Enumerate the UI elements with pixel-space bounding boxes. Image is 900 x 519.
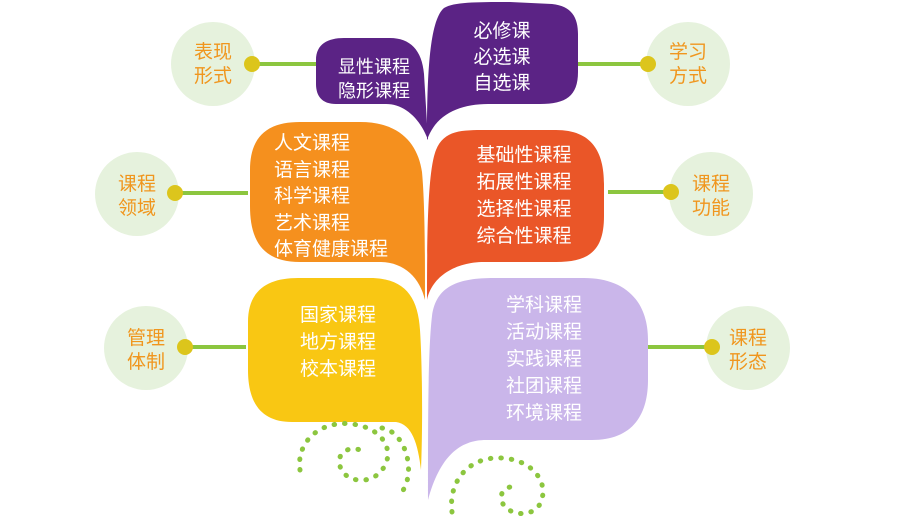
category-form-line1: 表现 — [193, 41, 232, 63]
category-learning-line2: 方式 — [668, 65, 707, 87]
leaf-function-text: 基础性课程 拓展性课程 选择性课程 综合性课程 — [462, 142, 586, 250]
domain-type-3: 科学课程 — [274, 185, 351, 207]
leaf-learning-text: 必修课 必选课 自选课 — [452, 18, 552, 96]
leaf-domain-types — [250, 122, 425, 300]
category-domain-line2: 领域 — [117, 197, 156, 219]
shape-type-1: 学科课程 — [505, 294, 582, 316]
form-type-1: 显性课程 — [338, 57, 410, 78]
category-shape-line2: 形态 — [728, 351, 767, 373]
leaf-form-types — [316, 38, 428, 140]
curl-left — [297, 421, 391, 483]
circle-function — [669, 152, 753, 236]
circle-form — [171, 22, 255, 106]
dot-domain — [167, 185, 183, 201]
function-type-1: 基础性课程 — [476, 144, 572, 166]
domain-type-5: 体育健康课程 — [274, 238, 389, 260]
leaf-learning-types — [427, 2, 578, 140]
form-type-2: 隐形课程 — [338, 81, 410, 102]
dot-management — [177, 339, 193, 355]
shape-type-4: 社团课程 — [505, 375, 582, 397]
circle-domain — [95, 152, 179, 236]
leaf-shape-types — [428, 278, 648, 500]
function-type-3: 选择性课程 — [476, 198, 572, 220]
dot-learning — [640, 56, 656, 72]
dot-shape — [704, 339, 720, 355]
function-type-2: 拓展性课程 — [476, 171, 572, 193]
category-learning-line1: 学习 — [668, 41, 707, 63]
management-type-1: 国家课程 — [299, 304, 376, 326]
leaf-management-text: 国家课程 地方课程 校本课程 — [288, 302, 388, 383]
management-type-3: 校本课程 — [299, 358, 376, 380]
category-management-line2: 体制 — [126, 351, 165, 373]
category-learning: 学习 方式 — [653, 40, 723, 88]
circle-shape — [706, 306, 790, 390]
curl-right — [449, 455, 546, 516]
category-management-line1: 管理 — [126, 327, 165, 349]
domain-type-4: 艺术课程 — [274, 211, 351, 234]
category-function-line1: 课程 — [691, 173, 730, 195]
leaf-management-types — [248, 278, 423, 470]
leaf-form-text: 显性课程 隐形课程 — [326, 56, 422, 104]
category-domain-line1: 课程 — [117, 173, 156, 195]
domain-type-1: 人文课程 — [274, 132, 351, 154]
shape-type-2: 活动课程 — [505, 321, 582, 343]
leaf-function-types — [427, 130, 604, 300]
learning-type-1: 必修课 — [473, 20, 531, 42]
management-type-2: 地方课程 — [299, 331, 376, 353]
category-function: 课程 功能 — [676, 172, 746, 220]
shape-type-5: 环境课程 — [505, 402, 582, 424]
circle-learning — [646, 22, 730, 106]
category-form: 表现 形式 — [178, 40, 248, 88]
category-shape: 课程 形态 — [713, 326, 783, 374]
function-type-4: 综合性课程 — [476, 225, 572, 247]
leaf-domain-text: 人文课程 语言课程 科学课程 艺术课程 体育健康课程 — [274, 130, 426, 263]
category-form-line2: 形式 — [193, 65, 232, 87]
dot-form — [244, 56, 260, 72]
curl-left-tail — [379, 425, 411, 495]
learning-type-2: 必选课 — [473, 46, 531, 68]
category-management: 管理 体制 — [111, 326, 181, 374]
circle-management — [104, 306, 188, 390]
domain-type-2: 语言课程 — [274, 158, 351, 181]
learning-type-3: 自选课 — [473, 72, 531, 94]
leaf-shape-text: 学科课程 活动课程 实践课程 社团课程 环境课程 — [494, 292, 594, 427]
category-shape-line1: 课程 — [728, 327, 767, 349]
category-function-line2: 功能 — [691, 197, 730, 219]
category-domain: 课程 领域 — [102, 172, 172, 220]
dot-function — [663, 184, 679, 200]
shape-type-3: 实践课程 — [505, 348, 582, 370]
